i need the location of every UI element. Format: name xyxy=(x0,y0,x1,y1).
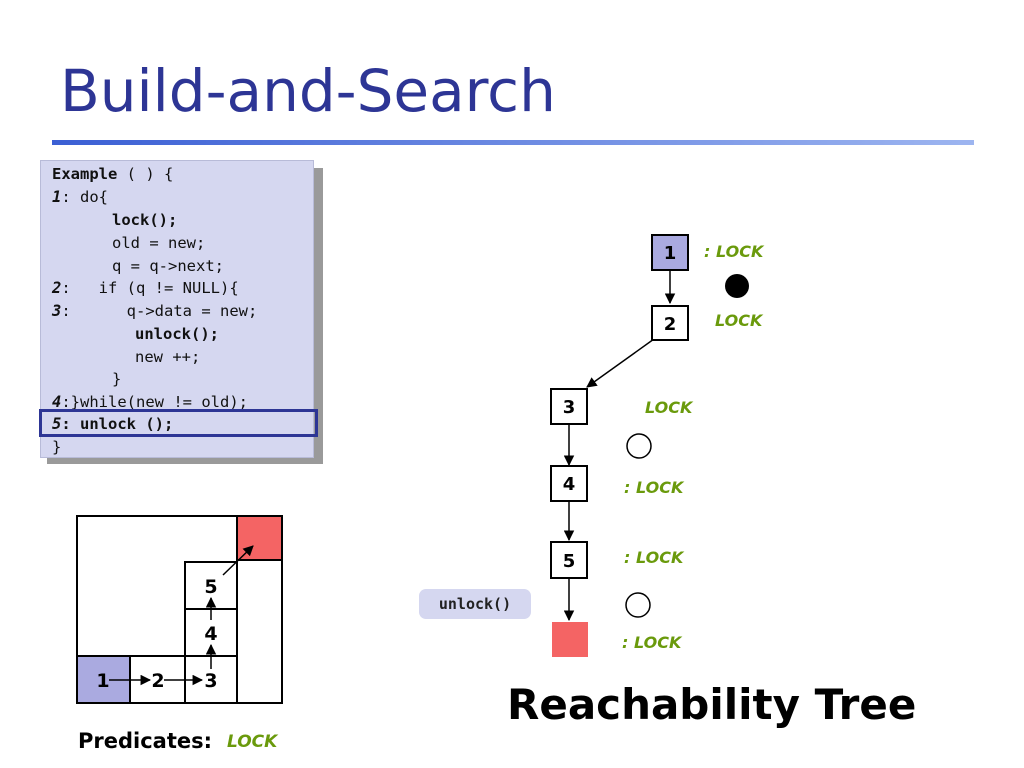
code-line-7: 3: q->data = new; xyxy=(52,302,258,320)
code-line-5: q = q->next; xyxy=(112,257,224,275)
code-line-3: lock(); xyxy=(112,211,178,229)
predicates-label: Predicates: xyxy=(78,729,213,753)
code-line-12: 5: unlock (); xyxy=(52,415,174,433)
reachability-tree xyxy=(550,234,749,657)
code-location-label: 4 xyxy=(52,393,62,411)
tree-error-node xyxy=(552,622,588,657)
code-line-9: new ++; xyxy=(135,348,201,366)
state-filled-dot xyxy=(725,274,749,298)
reachability-tree-title: Reachability Tree xyxy=(507,680,917,729)
art-node-label: 3 xyxy=(204,670,217,692)
code-text: : unlock (); xyxy=(61,415,174,433)
tree-node-label: 2 xyxy=(664,314,677,335)
tree-edge xyxy=(586,338,655,388)
code-text: : if (q != NULL){ xyxy=(61,279,239,297)
art-error-region xyxy=(236,515,283,561)
tree-node xyxy=(550,465,588,502)
art-node-label: 5 xyxy=(204,576,217,598)
code-location-label: 5 xyxy=(52,415,62,433)
predicates-value: LOCK xyxy=(227,732,278,752)
code-line-4: old = new; xyxy=(112,234,206,252)
state-empty-dot xyxy=(626,433,652,459)
tree-annotation: : LOCK xyxy=(624,478,685,497)
code-function-name: Example xyxy=(52,165,118,183)
code-line-11: 4:}while(new != old); xyxy=(52,393,248,411)
art-arrow xyxy=(222,545,254,576)
code-line-2: 1: do{ xyxy=(52,188,109,206)
state-empty-dot xyxy=(625,592,651,618)
tree-node xyxy=(651,305,689,341)
tree-annotation: LOCK xyxy=(645,398,694,417)
tree-node xyxy=(550,541,588,579)
tree-annotation: : LOCK xyxy=(704,242,765,261)
tree-node xyxy=(550,388,588,425)
code-line-13: } xyxy=(52,438,62,456)
code-line-10: } xyxy=(112,370,122,388)
tree-node-label: 3 xyxy=(563,397,576,418)
edge-label-unlock: unlock() xyxy=(419,589,531,619)
tree-node-label: 1 xyxy=(664,243,677,264)
code-text: : do{ xyxy=(61,188,109,206)
code-line-8: unlock(); xyxy=(135,325,219,343)
code-text: ( ) { xyxy=(117,165,174,183)
code-line-6: 2: if (q != NULL){ xyxy=(52,279,239,297)
art-diagram xyxy=(76,515,283,704)
art-node-label: 1 xyxy=(96,670,109,692)
tree-annotation: LOCK xyxy=(715,311,764,330)
tree-annotation: : LOCK xyxy=(622,633,683,652)
code-location-label: 3 xyxy=(52,302,62,320)
highlight-box xyxy=(39,409,318,437)
code-listing: Example ( ) { 1: do{ lock(); old = new; … xyxy=(40,160,314,458)
code-text: :}while(new != old); xyxy=(61,393,248,411)
tree-root-node xyxy=(651,234,689,271)
code-text: : q->data = new; xyxy=(61,302,258,320)
code-line-1: Example ( ) { xyxy=(52,165,174,183)
art-node-label: 4 xyxy=(204,623,217,645)
title-underline xyxy=(52,140,974,145)
art-node-label: 2 xyxy=(151,670,164,692)
tree-node-label: 5 xyxy=(563,551,576,572)
slide-title: Build-and-Search xyxy=(60,57,556,125)
tree-node-label: 4 xyxy=(563,474,576,495)
tree-annotation: : LOCK xyxy=(624,548,685,567)
code-location-label: 2 xyxy=(52,279,62,297)
code-location-label: 1 xyxy=(52,188,62,206)
